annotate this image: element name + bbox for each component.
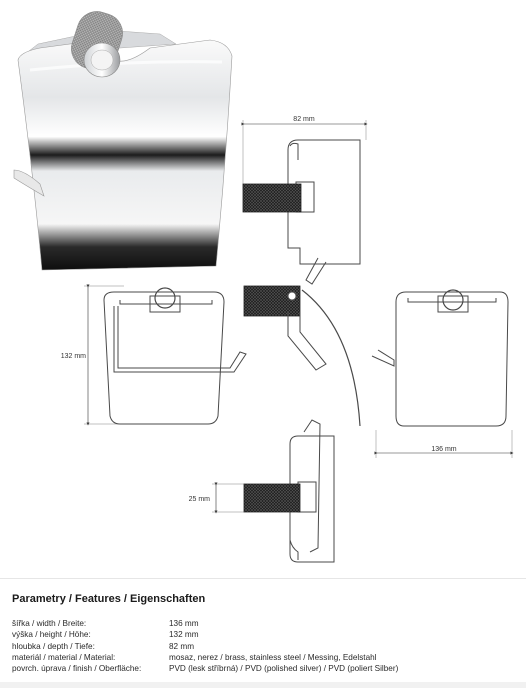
spec-row-material: materiál / material / Material: mosaz, n…	[12, 652, 512, 663]
front-view	[84, 284, 247, 426]
height-dimension-label: 132 mm	[61, 353, 86, 360]
product-photo	[13, 11, 233, 271]
depth-dimension-label: 82 mm	[293, 116, 315, 123]
spec-value: 136 mm	[169, 619, 199, 628]
spec-row-width: šířka / width / Breite: 136 mm	[12, 618, 512, 629]
spec-label: šířka / width / Breite:	[12, 619, 87, 628]
spec-label: výška / height / Höhe:	[12, 630, 91, 640]
product-technical-drawing: 82 mm 132 mm 136 mm	[13, 11, 514, 563]
spec-value: 132 mm	[169, 630, 199, 640]
bottom-bar	[0, 682, 526, 688]
center-view	[243, 285, 361, 427]
divider	[0, 578, 526, 579]
side-view-lower	[212, 419, 335, 563]
spec-value: mosaz, nerez / brass, stainless steel / …	[169, 652, 377, 662]
right-view	[371, 289, 514, 458]
width-dimension-label: 136 mm	[431, 446, 456, 453]
knurled-rod-lower	[243, 483, 301, 513]
spec-row-finish: povrch. úprava / finish / Oberfläche: PV…	[12, 663, 512, 674]
knurled-rod-side	[242, 183, 302, 213]
spec-row-height: výška / height / Höhe: 132 mm	[12, 629, 512, 640]
spec-label: hloubka / depth / Tiefe:	[12, 641, 95, 651]
spec-value: PVD (lesk stříbrná) / PVD (polished silv…	[169, 664, 399, 674]
spec-label: materiál / material / Material:	[12, 652, 116, 662]
spec-label: povrch. úprava / finish / Oberfläche:	[12, 664, 142, 674]
spec-value: 82 mm	[169, 641, 195, 651]
specs-title: Parametry / Features / Eigenschaften	[12, 593, 206, 605]
spec-row-depth: hloubka / depth / Tiefe: 82 mm	[12, 641, 512, 652]
hole-dimension-label: 25 mm	[189, 496, 211, 503]
specs-table: šířka / width / Breite: 136 mm výška / h…	[12, 618, 512, 674]
